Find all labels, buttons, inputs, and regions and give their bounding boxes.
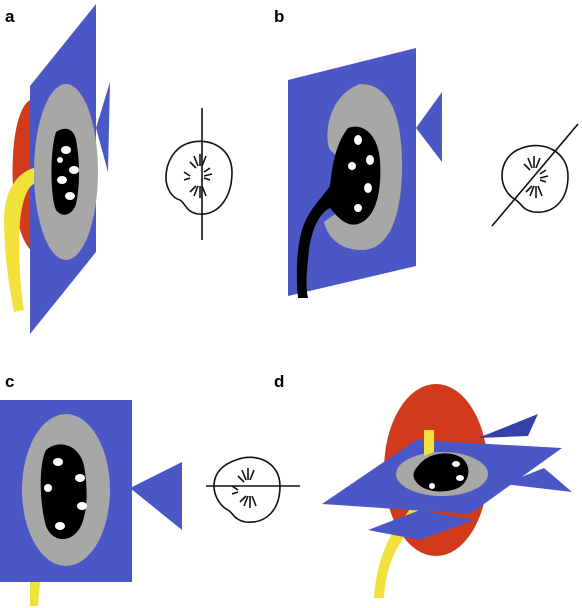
renal-sinus-c [40,444,87,540]
papilla-b [354,204,362,212]
papilla-b [366,155,374,165]
papilla-c [55,522,65,530]
kidney-schematic-a [165,108,233,240]
papilla-a [57,157,63,163]
panel-a: a [4,4,233,334]
papilla-c [77,502,87,510]
ureter-a [4,168,34,312]
papilla-a [61,146,71,154]
panel-c: c [0,372,300,606]
plane-lower-d [368,510,474,540]
ureter-d [374,430,434,598]
papilla-d [429,483,435,489]
plane-wedge-c [130,462,182,530]
papilla-a [69,166,79,174]
papilla-d [456,475,464,481]
ureter-c [30,582,40,606]
plane-wedge-d-top [478,414,538,438]
papilla-b [364,183,372,193]
renal-sinus-b [296,126,381,298]
papilla-b [348,162,356,170]
panel-label-c: c [5,372,14,391]
panel-label-b: b [274,7,284,26]
panel-label-a: a [5,7,15,26]
plane-wedge-d [504,468,572,492]
papilla-c [44,484,52,492]
plane-wedge-b [416,92,442,162]
panel-label-d: d [274,372,284,391]
papilla-c [75,474,85,482]
papilla-d [452,461,460,467]
panel-d: d [274,372,572,598]
plane-wedge-a [96,82,110,172]
papilla-b [354,135,362,145]
panel-b: b [274,7,579,298]
kidney-schematic-c [206,456,300,523]
papilla-a [65,192,75,200]
papilla-c [53,458,63,466]
kidney-schematic-b [491,123,579,227]
papilla-a [57,176,67,184]
ureter-d-top [424,430,434,456]
